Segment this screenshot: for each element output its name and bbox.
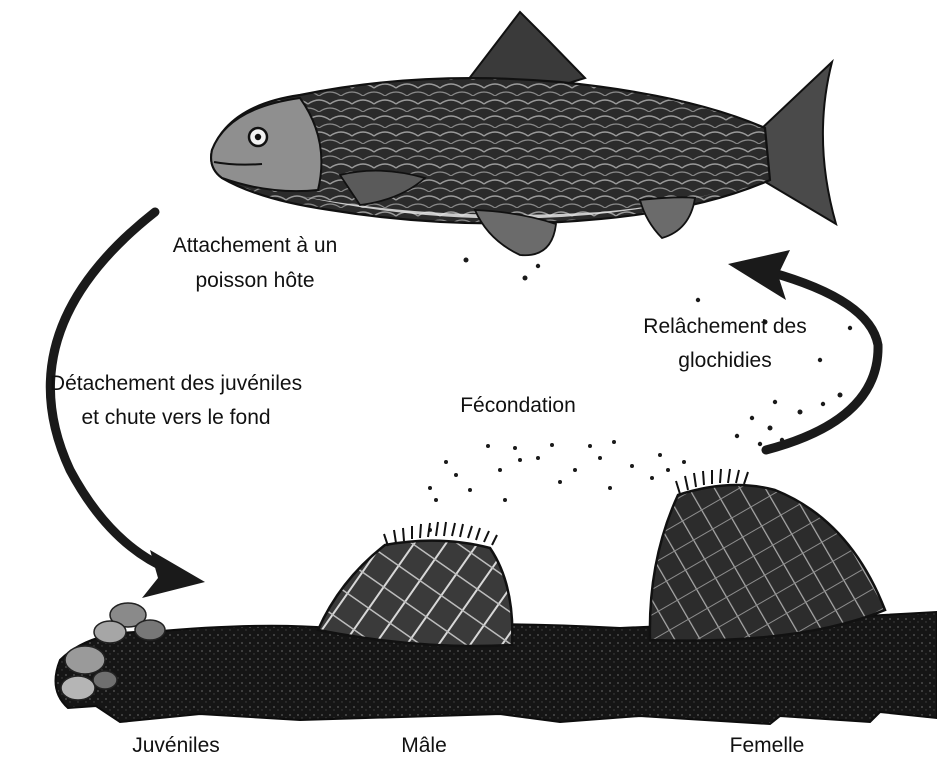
label-male: Mâle: [401, 734, 447, 757]
host-fish-illustration: [211, 12, 836, 255]
sperm-dots: [428, 440, 686, 532]
male-mussel-illustration: [318, 522, 512, 646]
fish-head: [211, 98, 321, 191]
label-detachment-line1: Détachement des juvéniles: [50, 372, 302, 395]
fish-anal-fin: [640, 197, 695, 238]
label-release-line2: glochidies: [678, 349, 771, 372]
label-fertilization: Fécondation: [460, 394, 576, 417]
glochidia-dots: [464, 258, 853, 447]
fish-tail-fin: [760, 62, 836, 224]
label-detachment-line2: et chute vers le fond: [81, 406, 270, 429]
detachment-arrow: [50, 212, 205, 598]
label-release-line1: Relâchement des: [643, 315, 806, 338]
label-attachment-line2: poisson hôte: [195, 269, 314, 292]
female-mussel-illustration: [650, 469, 885, 641]
label-juveniles: Juvéniles: [132, 734, 220, 757]
label-female: Femelle: [730, 734, 805, 757]
label-attachment-line1: Attachement à un: [173, 234, 338, 257]
